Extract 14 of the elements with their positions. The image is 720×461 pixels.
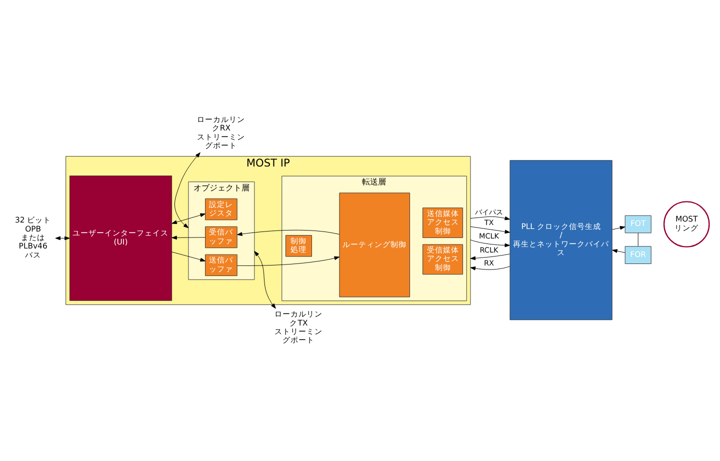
arrow: [470, 226, 510, 234]
arrow: [612, 226, 626, 230]
arrow: [237, 256, 340, 266]
arrow: [172, 213, 206, 224]
arrow: [172, 252, 206, 262]
arrow: [254, 250, 276, 309]
arrow: [470, 254, 510, 260]
arrow: [236, 230, 340, 236]
arrow: [172, 236, 206, 240]
arrow: [612, 249, 626, 253]
arrow: [470, 240, 510, 248]
arrow: [174, 152, 200, 228]
arrow: [470, 216, 510, 220]
arrow: [470, 266, 510, 270]
